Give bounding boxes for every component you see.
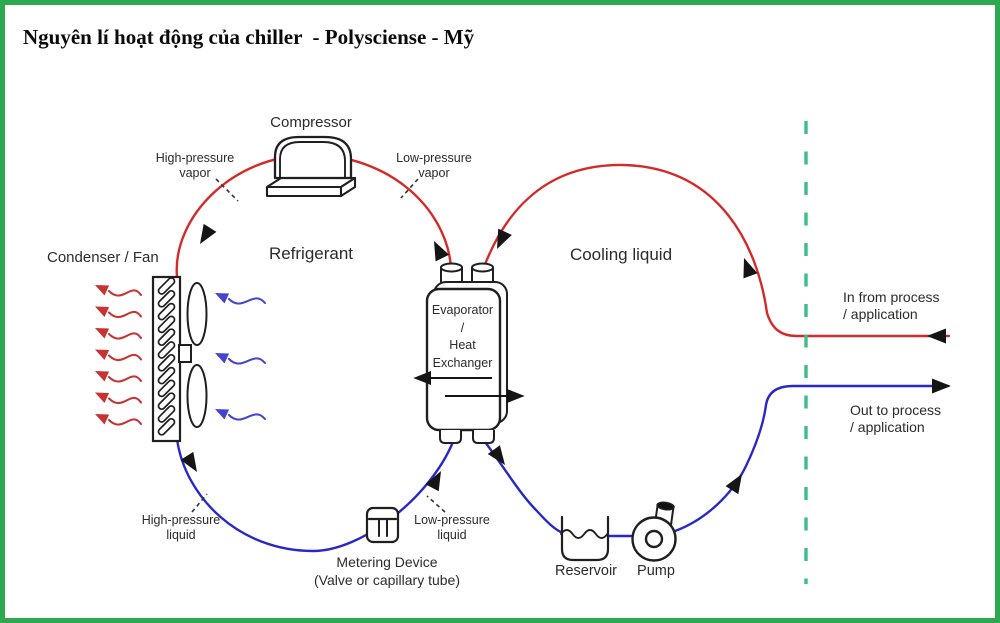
coolant-warm-path [482,163,951,338]
low-pressure-liquid-label: Low-pressure liquid [414,513,490,542]
evaporator-flow-arrows [415,371,523,403]
pump-label: Pump [637,563,675,579]
metering-device-label: Metering Device (Valve or capillary tube… [313,554,461,588]
in-from-process-label: In from process / application [843,289,940,322]
cooling-liquid-label: Cooling liquid [569,245,673,264]
out-to-process-label: Out to process / application [850,402,942,435]
reservoir-label: Reservoir [554,563,618,579]
diagram-canvas [94,121,951,584]
evaporator-label: Evaporator / Heat Exchanger [431,303,494,370]
refrigerant-label: Refrigerant [268,244,354,263]
compressor-icon [265,135,357,198]
evaporator-bottom-ports [439,430,495,444]
refrigerant-liquid-path [175,437,455,553]
metering-device-icon [365,506,400,544]
label-pointer-lines [191,178,446,513]
heat-out-wave-arrows [94,284,142,426]
pump-icon [631,501,677,562]
high-pressure-liquid-label: High-pressure liquid [141,513,221,542]
reservoir-icon [560,515,610,562]
page-title: Nguyên lí hoạt động của chiller - Polysc… [23,25,475,49]
high-pressure-vapor-label: High-pressure vapor [155,151,235,180]
low-pressure-vapor-label: Low-pressure vapor [396,151,472,180]
condenser-fan-label: Condenser / Fan [47,249,159,266]
compressor-label: Compressor [270,114,352,131]
air-in-wave-arrows [214,292,266,421]
fan-icon [178,282,208,428]
condenser-icon [151,275,182,443]
evaporator-icon [415,262,523,444]
